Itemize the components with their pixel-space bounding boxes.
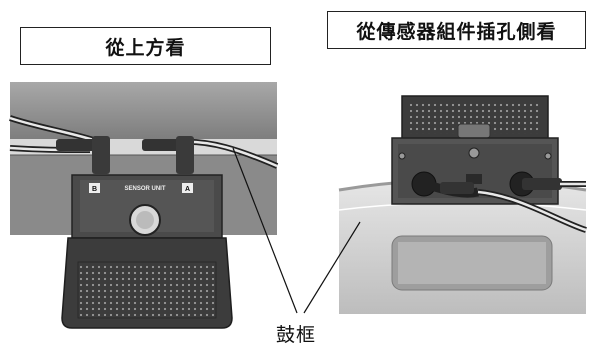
side-view-caption: 從傳感器組件插孔側看 [327, 11, 586, 49]
plug-a [142, 139, 184, 151]
drum-rim-label: 鼓框 [276, 324, 317, 346]
plug-b [56, 139, 98, 151]
callout-line-left [232, 147, 298, 314]
side-view-panel [303, 62, 587, 314]
port-b-label: B [92, 186, 97, 193]
top-view-caption: 從上方看 [20, 27, 271, 65]
screw-center-icon [468, 147, 480, 159]
callout-line-right [303, 221, 361, 314]
adjust-knob [457, 123, 491, 139]
drum-rim-top [10, 82, 277, 144]
sensor-unit-label: SENSOR UNIT [124, 186, 165, 192]
port-a-label: A [185, 186, 190, 193]
top-view-panel [9, 82, 298, 329]
